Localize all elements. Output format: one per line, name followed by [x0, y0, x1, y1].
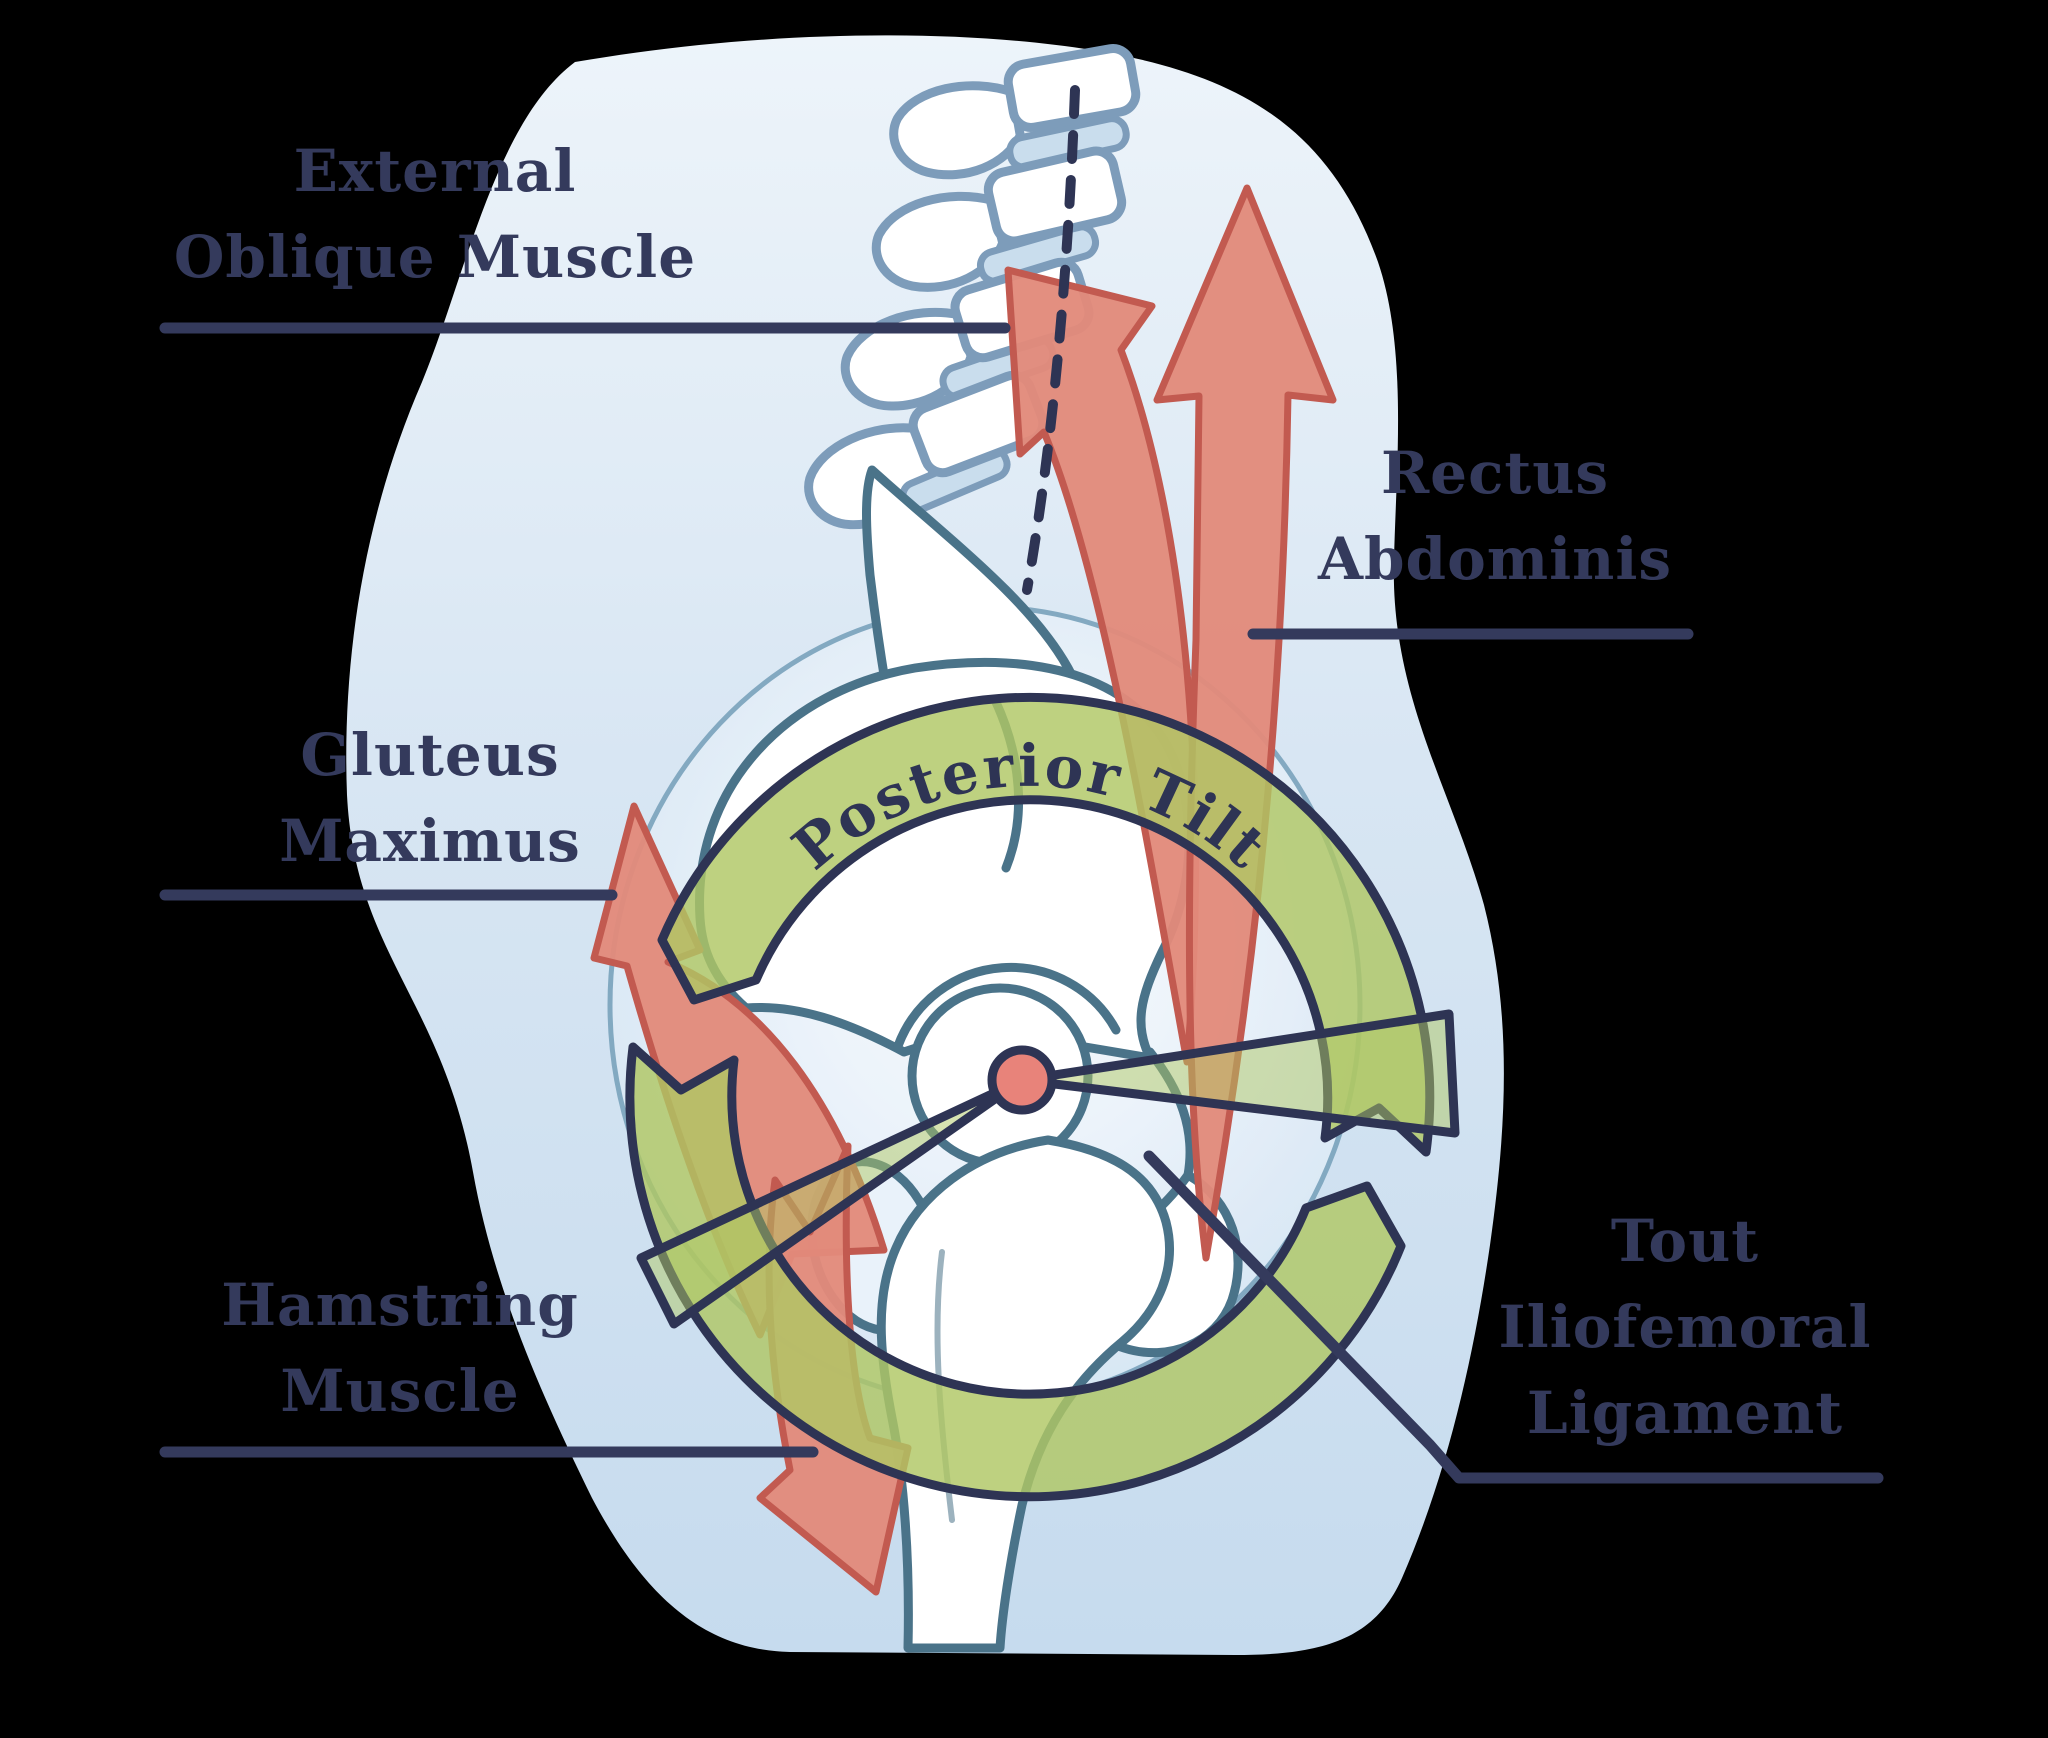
label-line: Maximus: [279, 807, 581, 875]
label-line: Ligament: [1526, 1379, 1844, 1447]
hip-joint-dot: [987, 1045, 1057, 1115]
label-line: External: [293, 137, 577, 205]
label-line: Hamstring: [221, 1271, 579, 1339]
label-line: Rectus: [1380, 439, 1610, 507]
label-connectors: [159, 322, 1884, 1484]
label-line: Abdominis: [1317, 525, 1673, 593]
label-line: Muscle: [280, 1357, 520, 1425]
tilt-angle-hands: [636, 1009, 1460, 1329]
connector-ligament: [1143, 1150, 1884, 1484]
label-external-oblique: External Oblique Muscle: [135, 128, 735, 300]
hand-right: [1017, 1009, 1460, 1138]
label-line: Iliofemoral: [1498, 1293, 1872, 1361]
label-line: Oblique Muscle: [173, 223, 697, 291]
plumb-dashed-line: [1022, 85, 1080, 595]
label-line: Gluteus: [300, 721, 560, 789]
hand-lower-left: [636, 1075, 1027, 1329]
ring-segment-bottom: [625, 1042, 1406, 1502]
label-iliofemoral-ligament: Tout Iliofemoral Ligament: [1440, 1198, 1930, 1456]
label-hamstring-muscle: Hamstring Muscle: [115, 1262, 685, 1434]
label-rectus-abdominis: Rectus Abdominis: [1255, 430, 1735, 602]
label-gluteus-maximus: Gluteus Maximus: [145, 712, 715, 884]
label-line: Tout: [1610, 1207, 1760, 1275]
